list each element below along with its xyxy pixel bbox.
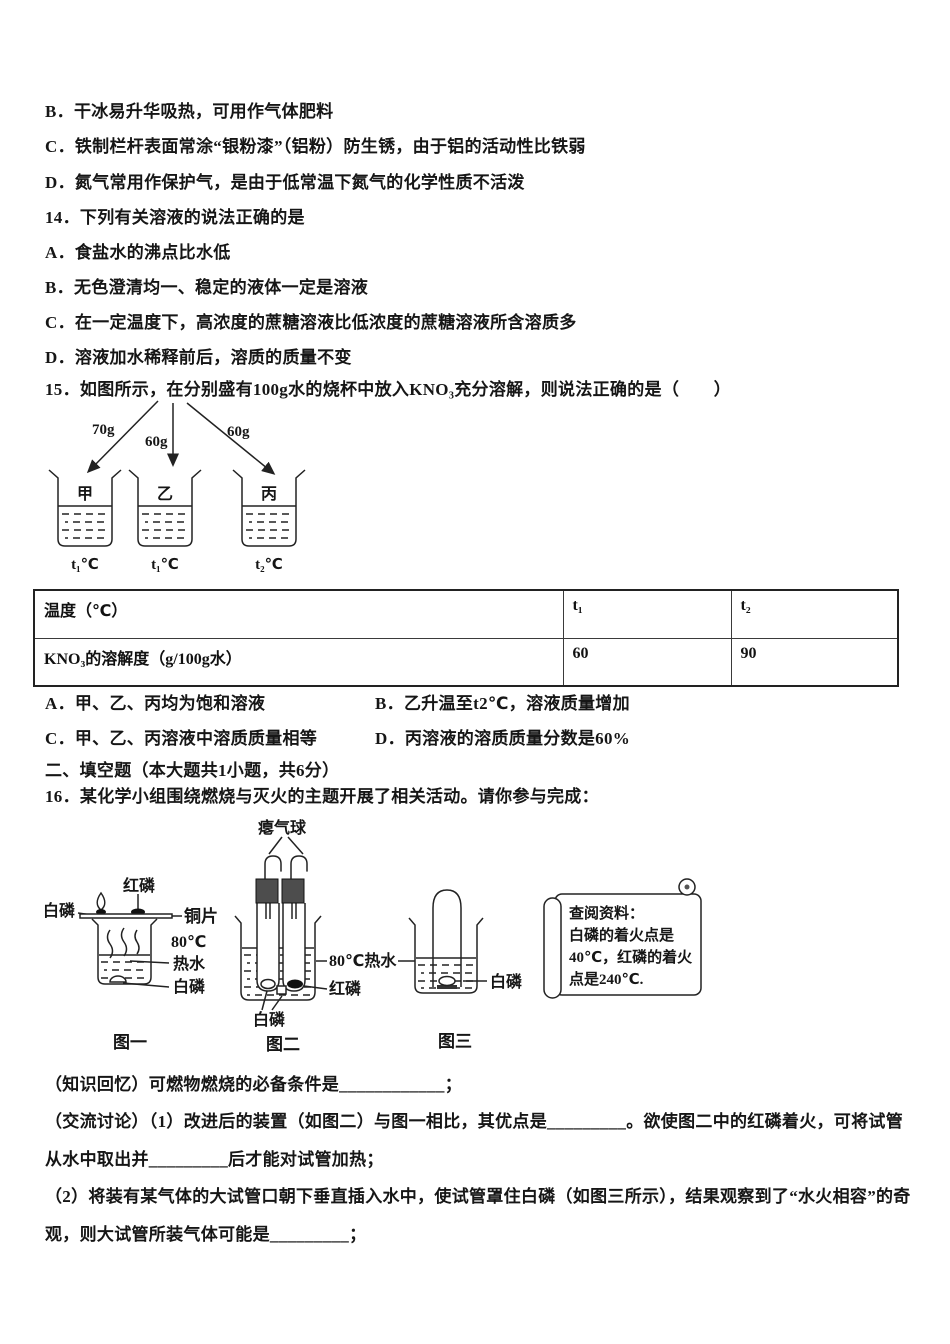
mass-label-60g-right: 60g bbox=[227, 424, 250, 440]
scroll-note-line2: 白磷的着火点是 bbox=[569, 926, 675, 944]
mass-label-60g-middle: 60g bbox=[145, 434, 168, 450]
beaker-yi: 乙 bbox=[128, 469, 202, 547]
table-cell-solubility-t2: 90 bbox=[730, 637, 899, 687]
copper-sheet bbox=[79, 913, 173, 919]
q16-discuss1-cont: 从水中取出并_________后才能对试管加热； bbox=[45, 1150, 384, 1169]
white-phosphorus-in-water bbox=[109, 975, 127, 983]
test-tube-right bbox=[282, 903, 306, 992]
arrow-to-bing bbox=[186, 402, 276, 475]
temp-80-label: 80℃ bbox=[171, 934, 206, 951]
q15-option-b: B．乙升温至t2℃，溶液质量增加 bbox=[375, 694, 630, 713]
q15-option-d: D．丙溶液的溶质质量分数是60% bbox=[375, 729, 631, 748]
figure-two: 瘪气球 bbox=[234, 818, 415, 1054]
table-header-temperature: 温度（℃） bbox=[33, 589, 564, 639]
steam-line bbox=[134, 929, 140, 955]
q16-discuss2-line: （2）将装有某气体的大试管口朝下垂直插入水中，使试管罩住白磷（如图三所示），结果… bbox=[45, 1187, 911, 1206]
white-phosphorus-bottom-label: 白磷 bbox=[173, 977, 206, 996]
copper-sheet-label: 铜片 bbox=[184, 906, 218, 926]
q15-beaker-figure: 70g 60g 60g 甲 乙 bbox=[48, 400, 306, 573]
bent-tube-left bbox=[264, 855, 282, 880]
beaker-jia: 甲 bbox=[48, 469, 122, 547]
white-phosphorus-fig3-label: 白磷 bbox=[490, 972, 523, 991]
table-row: KNO₃的溶解度（g/100g水） 60 90 bbox=[33, 637, 899, 687]
hot-water-80-label: 80℃热水 bbox=[329, 951, 397, 970]
table-header-t1: t₁ bbox=[562, 589, 732, 639]
white-phosphorus-block bbox=[276, 985, 287, 995]
steam-line bbox=[106, 929, 114, 959]
table-row: 温度（℃） t₁ t₂ bbox=[33, 589, 899, 639]
q15-option-c: C．甲、乙、丙溶液中溶质质量相等 bbox=[45, 729, 318, 748]
hot-water-label: 热水 bbox=[173, 954, 206, 973]
scroll-note-line1: 查阅资料： bbox=[569, 904, 644, 922]
mass-label-70g: 70g bbox=[92, 422, 115, 438]
bent-tube-right bbox=[290, 855, 308, 880]
table-header-t2: t₂ bbox=[730, 589, 899, 639]
q16-discuss1-line: （交流讨论）（1）改进后的装置（如图二）与图一相比，其优点是_________。… bbox=[45, 1112, 903, 1131]
q14-option-c: C．在一定温度下，高浓度的蔗糖溶液比低浓度的蔗糖溶液所含溶质多 bbox=[45, 313, 577, 332]
figure-three-caption: 图三 bbox=[438, 1032, 472, 1051]
rubber-stopper-left bbox=[255, 878, 279, 904]
scroll-note-line4: 点是240℃. bbox=[569, 971, 644, 988]
q14-option-b: B．无色澄清均一、稳定的液体一定是溶液 bbox=[45, 278, 369, 297]
phosphorus-base bbox=[437, 985, 457, 989]
arrow-to-jia bbox=[86, 400, 159, 474]
q14-option-a: A．食盐水的沸点比水低 bbox=[45, 243, 231, 262]
q14-stem: 14．下列有关溶液的说法正确的是 bbox=[45, 208, 305, 227]
figure-three: 白磷 图三 bbox=[408, 889, 523, 1051]
beaker-bing-label: 丙 bbox=[261, 485, 277, 503]
flame-icon bbox=[96, 891, 106, 911]
beaker-jia-label: 甲 bbox=[77, 485, 93, 503]
table-cell-solubility-t1: 60 bbox=[562, 637, 732, 687]
q13-option-d: D．氮气常用作保护气，是由于低常温下氮气的化学性质不活泼 bbox=[45, 173, 525, 192]
test-tube-left bbox=[256, 903, 280, 992]
figure-one: 白磷 红磷 铜片 80℃ 热水 bbox=[43, 876, 218, 1052]
rubber-stopper-right bbox=[281, 878, 305, 904]
red-phosphorus-in-tube bbox=[287, 979, 303, 989]
scroll-left-roll bbox=[543, 897, 562, 999]
inverted-test-tube bbox=[432, 889, 462, 987]
deflated-balloon-label: 瘪气球 bbox=[258, 818, 307, 837]
reference-scroll: 查阅资料： 白磷的着火点是 40℃，红磷的着火 点是240℃. bbox=[543, 878, 702, 999]
temp-label-yi: t₁℃ bbox=[151, 557, 179, 573]
q15-option-a: A．甲、乙、丙均为饱和溶液 bbox=[45, 694, 266, 713]
q15-stem: 15．如图所示，在分别盛有100g水的烧杯中放入KNO₃充分溶解，则说法正确的是… bbox=[45, 380, 732, 399]
temp-label-jia: t₁℃ bbox=[71, 557, 99, 573]
table-cell-solubility-label: KNO₃的溶解度（g/100g水） bbox=[33, 637, 564, 687]
solubility-table: 温度（℃） t₁ t₂ KNO₃的溶解度（g/100g水） 60 90 bbox=[33, 589, 899, 687]
white-phosphorus-left-label: 白磷 bbox=[43, 901, 76, 920]
white-phosphorus-in-tube3 bbox=[438, 975, 456, 987]
q16-recall-line: （知识回忆）可燃物燃烧的必备条件是____________； bbox=[45, 1075, 462, 1094]
red-phosphorus-right-label: 红磷 bbox=[329, 979, 362, 998]
temp-label-bing: t₂℃ bbox=[255, 557, 283, 573]
section2-header: 二、填空题（本大题共1小题，共6分） bbox=[45, 761, 340, 780]
red-phosphorus-top-label: 红磷 bbox=[123, 876, 156, 895]
q16-stem: 16．某化学小组围绕燃烧与灭火的主题开展了相关活动。请你参与完成： bbox=[45, 787, 599, 806]
figure-one-caption: 图一 bbox=[113, 1033, 147, 1052]
white-phosphorus-in-tube bbox=[260, 978, 276, 990]
q14-option-d: D．溶液加水稀释前后，溶质的质量不变 bbox=[45, 348, 352, 367]
q16-apparatus-figure: 白磷 红磷 铜片 80℃ 热水 bbox=[43, 818, 702, 1054]
q16-discuss2-cont: 观，则大试管所装气体可能是_________； bbox=[45, 1225, 367, 1244]
figure-two-caption: 图二 bbox=[266, 1035, 300, 1054]
q13-option-c: C．铁制栏杆表面常涂“银粉漆”（铝粉）防生锈，由于铝的活动性比铁弱 bbox=[45, 137, 586, 156]
white-phosphorus-fig2-label: 白磷 bbox=[253, 1010, 286, 1029]
q13-option-b: B．干冰易升华吸热，可用作气体肥料 bbox=[45, 102, 334, 121]
scroll-note-line3: 40℃，红磷的着火 bbox=[569, 948, 693, 966]
beaker-bing: 丙 bbox=[232, 469, 306, 547]
beaker-yi-label: 乙 bbox=[157, 486, 173, 503]
steam-line bbox=[120, 927, 128, 957]
